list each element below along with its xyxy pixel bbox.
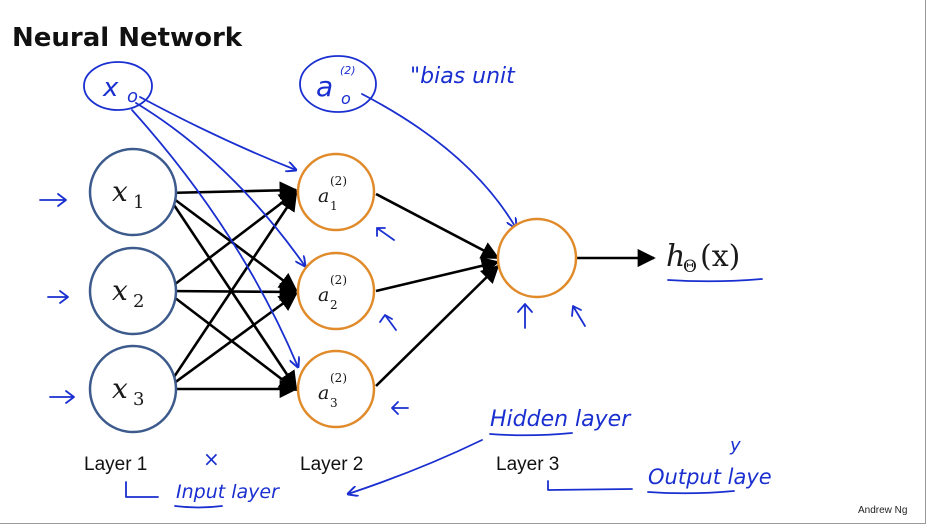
input-node-x2-sub: 2: [133, 291, 144, 312]
bias-a0-var: a: [316, 70, 333, 103]
input-node-x1-var: x: [112, 175, 128, 208]
input-node-x1: x 1: [88, 147, 178, 237]
hidden-node-a3: a (2) 3: [296, 349, 376, 429]
hidden-node-a3-var: a: [318, 382, 329, 404]
hidden-node-a1-var: a: [318, 185, 329, 207]
y-mark: y: [729, 435, 741, 456]
hypothesis-underline: [667, 278, 763, 283]
bias-arrow-output: [361, 93, 516, 228]
input-node-x2-var: x: [112, 274, 128, 307]
hypothesis-theta: Θ: [683, 257, 697, 277]
hidden-node-a2-sup: (2): [330, 273, 347, 287]
input-layer-arrow: [125, 481, 159, 498]
bias-x0-annotation: x o: [83, 61, 153, 111]
bias-arrows: [131, 93, 516, 367]
layer-label-1: Layer 1: [84, 454, 147, 475]
edge-x2-a1: [165, 190, 298, 293]
output-node: [496, 217, 578, 299]
bias-a0-sup: (2): [340, 64, 356, 77]
hidden-layer: a (2) 1 a (2) 2 a (2) 3: [296, 152, 376, 429]
hidden-node-a1-sup: (2): [330, 174, 347, 188]
hidden-arrow-a3: [391, 401, 409, 415]
input-layer-underline: [174, 505, 223, 509]
input-node-x3-sub: 3: [133, 389, 144, 410]
hidden-node-a2: a (2) 2: [296, 251, 376, 331]
bias-arrow-a2: [135, 102, 305, 266]
hidden-node-a1: a (2) 1: [296, 152, 376, 232]
input-layer: x 1 x 2 x 3: [88, 147, 178, 434]
input-hidden-edges: [164, 181, 298, 399]
input-layer-note: Input layer: [176, 481, 280, 503]
input-node-x3: x 3: [88, 344, 178, 434]
hand-arrows: [39, 193, 586, 415]
hidden-arrow-a1: [376, 227, 395, 241]
bias-a0-annotation: a (2) o: [299, 55, 377, 113]
edge-a3-out: [375, 264, 500, 387]
input-arrow-x2: [47, 290, 69, 304]
input-node-x3-var: x: [112, 372, 128, 405]
bias-unit-note: "bias unit: [410, 64, 516, 89]
bias-x0-var: x: [102, 73, 119, 103]
input-node-x1-sub: 1: [133, 192, 144, 213]
output-layer-underline: [647, 490, 735, 495]
author-credit: Andrew Ng: [858, 505, 907, 516]
output-arrow-right: [571, 305, 586, 327]
hidden-arrow-a2: [379, 314, 397, 331]
layer-label-2: Layer 2: [300, 454, 363, 475]
hidden-layer-underline: [489, 432, 573, 437]
hidden-layer-note: Hidden layer: [490, 407, 632, 432]
hypothesis-arg: (x): [700, 239, 740, 274]
hidden-node-a2-var: a: [318, 284, 329, 306]
x-mark: ×: [203, 447, 220, 471]
output-layer-note: Output laye: [648, 465, 772, 489]
hidden-node-a1-sub: 1: [330, 199, 338, 213]
hidden-node-a3-sup: (2): [330, 371, 347, 385]
slide-title: Neural Network: [12, 23, 243, 53]
bias-x0-sub: o: [127, 86, 138, 107]
output-layer-arrow: [547, 480, 633, 491]
hidden-node-a3-sub: 3: [330, 396, 338, 410]
input-arrow-x3: [49, 390, 75, 404]
bias-arrow-a1: [139, 96, 296, 170]
output-hypothesis: h Θ (x): [666, 239, 763, 283]
hidden-node-a2-sub: 2: [330, 298, 338, 312]
hidden-layer-arrow: [348, 439, 483, 494]
edge-a2-out: [375, 256, 500, 293]
output-arrow-left: [517, 303, 533, 329]
input-arrow-x1: [39, 193, 67, 207]
edge-x1-a1: [165, 181, 298, 200]
bias-arrow-a3: [131, 109, 298, 367]
input-node-x2: x 2: [88, 246, 178, 336]
edge-x3-a2: [165, 292, 298, 391]
edge-a1-out: [375, 192, 500, 260]
hypothesis-h: h: [666, 239, 685, 274]
bias-a0-sub: o: [341, 89, 351, 108]
layer-label-3: Layer 3: [496, 454, 559, 475]
hidden-output-edges: [375, 192, 656, 387]
